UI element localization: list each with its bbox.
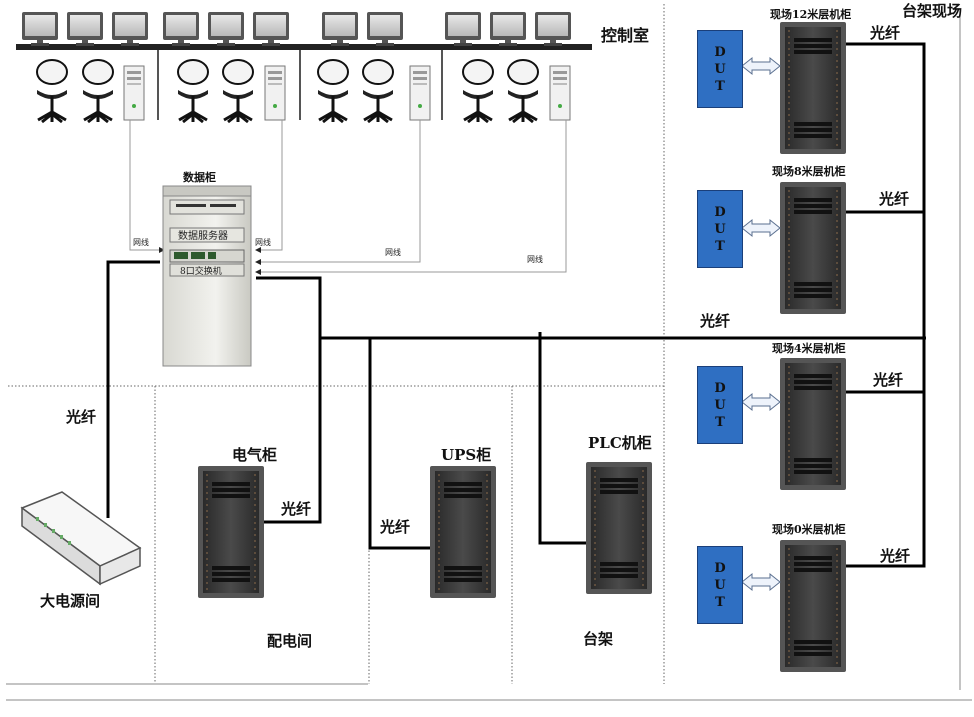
- switch-label: 8口交换机: [180, 267, 222, 277]
- fiber-label-8m: 光纤: [879, 190, 910, 208]
- data-server-label: 数据服务器: [178, 231, 228, 242]
- plc-cabinet-rack: [585, 461, 653, 595]
- distribution-room-label: 配电间: [267, 632, 313, 650]
- electrical-cabinet-rack: [197, 465, 265, 599]
- network-cable-label-1: 网线: [133, 238, 149, 247]
- fiber-label-ups: 光纤: [380, 518, 411, 536]
- test-bench-label: 台架: [583, 630, 614, 648]
- network-cable-label-2: 网线: [255, 238, 271, 247]
- dut-links: [741, 56, 781, 592]
- control-room-label: 控制室: [601, 26, 650, 45]
- network-cable-label-3: 网线: [385, 248, 401, 257]
- electrical-cabinet-label: 电气柜: [232, 446, 278, 464]
- test-site-label: 台架现场: [902, 2, 963, 20]
- fiber-label-4m: 光纤: [873, 371, 904, 389]
- network-cables: [129, 120, 567, 275]
- fiber-label-0m: 光纤: [880, 547, 911, 565]
- data-cabinet: [162, 185, 252, 367]
- site-0m-rack: [779, 539, 847, 673]
- control-room-workstations: [16, 12, 592, 124]
- fiber-label-power: 光纤: [66, 408, 97, 426]
- site-12m-label: 现场12米层机柜: [770, 8, 852, 21]
- fiber-label-trunk: 光纤: [700, 312, 731, 330]
- site-0m-label: 现场0米层机柜: [772, 523, 846, 536]
- site-4m-label: 现场4米层机柜: [772, 342, 846, 355]
- fiber-lines: [106, 42, 926, 568]
- power-supply-device: [20, 491, 142, 586]
- fiber-label-electrical: 光纤: [281, 500, 312, 518]
- site-8m-rack: [779, 181, 847, 315]
- site-8m-label: 现场8米层机柜: [772, 165, 846, 178]
- ups-cabinet-rack: [429, 465, 497, 599]
- site-12m-rack: [779, 21, 847, 155]
- fiber-label-12m: 光纤: [870, 24, 901, 42]
- power-room-label: 大电源间: [40, 592, 101, 610]
- plc-cabinet-label: PLC机柜: [588, 434, 652, 452]
- outer-frame: [6, 10, 972, 701]
- data-cabinet-label: 数据柜: [183, 171, 216, 184]
- ups-cabinet-label: UPS柜: [441, 446, 492, 464]
- site-4m-rack: [779, 357, 847, 491]
- network-cable-label-4: 网线: [527, 255, 543, 264]
